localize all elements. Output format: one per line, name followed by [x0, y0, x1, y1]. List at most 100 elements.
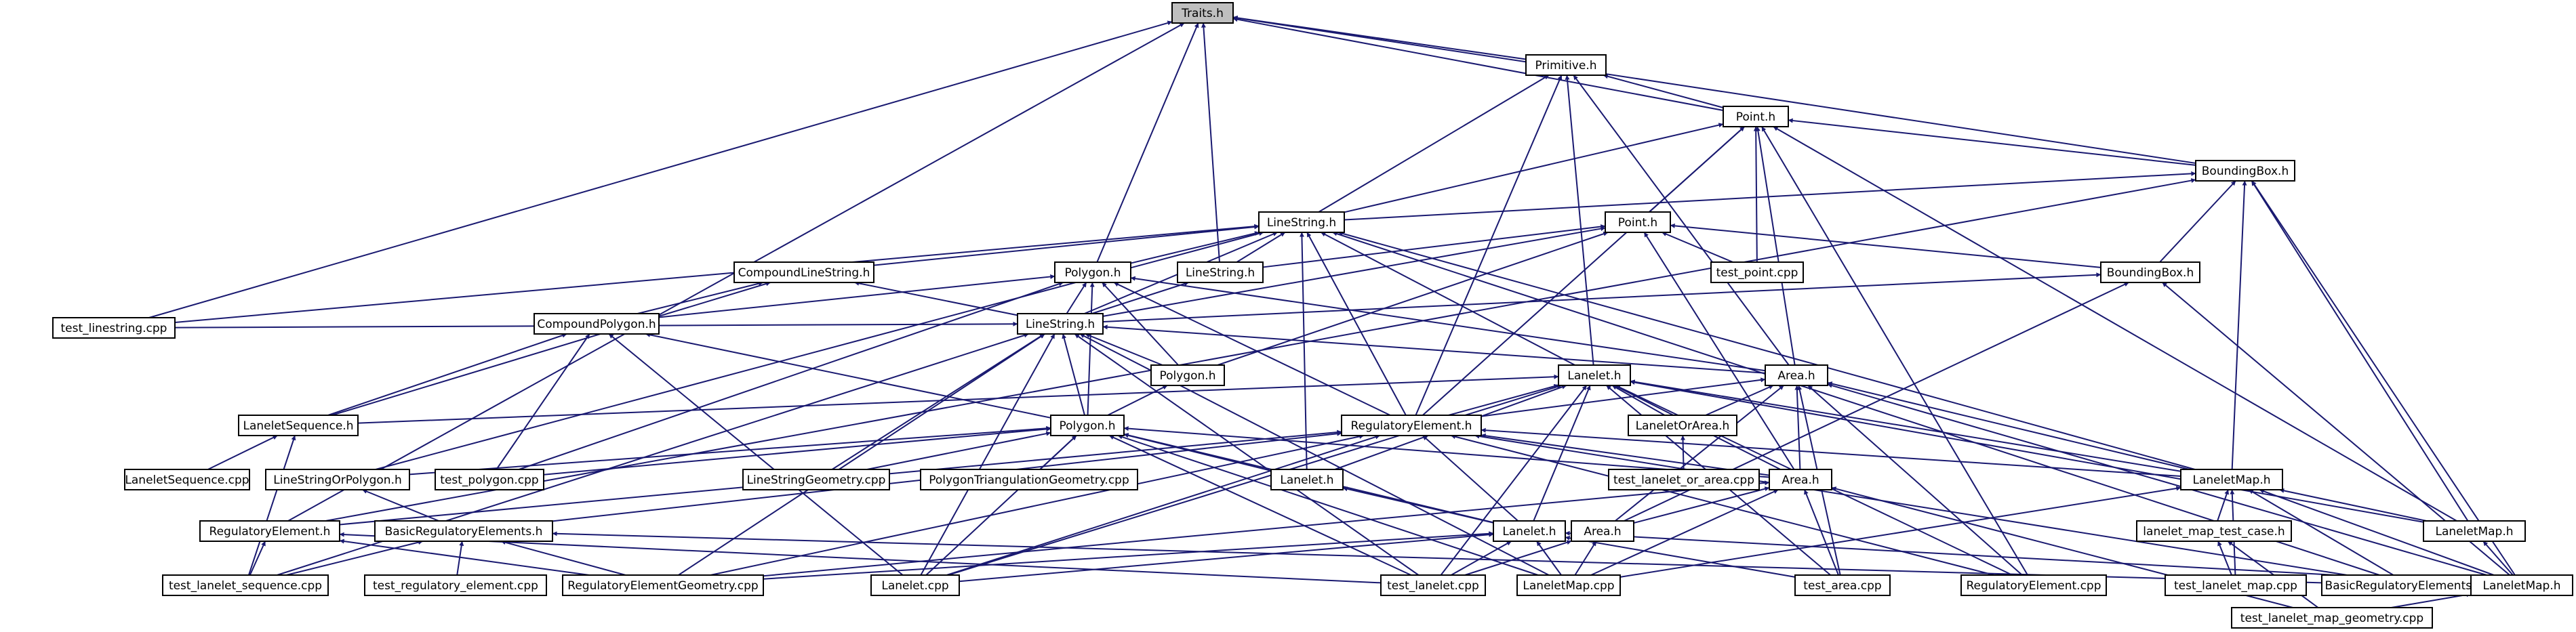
edge-area_h_3-to-area_h_1 — [1615, 385, 1784, 522]
edge-laneletorarea_h-to-area_h_1 — [1705, 385, 1774, 416]
edge-linestringorpolygon_h-to-polygon_h_3 — [409, 425, 1051, 476]
node-regulatoryelement-h-1[interactable]: RegulatoryElement.h — [1341, 415, 1482, 436]
edge-boundingbox_h_2-to-boundingbox_h_1 — [2159, 180, 2236, 263]
edge-lanelet_h_3-to-regulatoryelement_h_1 — [1422, 435, 1518, 522]
node-box — [1710, 261, 1804, 283]
edge-test_lanelet_cpp-to-polygon_h_3 — [1108, 435, 1412, 576]
node-label: LineStringOrPolygon.h — [273, 473, 402, 487]
node-test-lanelet-cpp[interactable]: test_lanelet.cpp — [1380, 574, 1486, 596]
node-label: LineString.h — [1186, 266, 1255, 280]
node-label: RegulatoryElementGeometry.cpp — [567, 579, 758, 593]
node-box — [1608, 469, 1760, 490]
node-linestringgeometry-cpp[interactable]: LineStringGeometry.cpp — [742, 469, 890, 490]
edge-linestring_h_3-to-boundingbox_h_2 — [1102, 272, 2101, 323]
edge-laneletmap_h_3-to-lanelet_h_3 — [1565, 530, 2472, 583]
edge-linestring_h_1-to-boundingbox_h_1 — [1344, 171, 2196, 221]
node-area-h-2[interactable]: Area.h — [1769, 469, 1832, 490]
node-linestringorpolygon-h[interactable]: LineStringOrPolygon.h — [265, 469, 410, 490]
node-lanelet-h-3[interactable]: Lanelet.h — [1493, 520, 1566, 542]
node-box — [870, 574, 960, 596]
edge-point_h_1-to-primitive_h — [1603, 74, 1724, 108]
node-box — [52, 317, 176, 339]
node-label: BoundingBox.h — [2202, 165, 2289, 178]
node-point-h-2[interactable]: Point.h — [1605, 211, 1671, 233]
node-test-regulatory-element-cpp[interactable]: test_regulatory_element.cpp — [364, 574, 547, 596]
node-box — [1270, 469, 1344, 490]
node-lanelet-map-test-case-h[interactable]: lanelet_map_test_case.h — [2136, 520, 2292, 542]
edge-polygon_h_3-to-linestring_h_3 — [1062, 333, 1085, 416]
node-polygon-h-1[interactable]: Polygon.h — [1054, 261, 1131, 283]
node-box — [742, 469, 890, 490]
edge-test_polygon_cpp-to-polygon_h_1 — [519, 281, 1064, 470]
node-label: CompoundLineString.h — [738, 266, 870, 280]
node-boundingbox-h-2[interactable]: BoundingBox.h — [2100, 261, 2200, 283]
node-polygon-h-3[interactable]: Polygon.h — [1050, 415, 1125, 436]
edge-test_linestring_cpp-to-traits_h — [148, 20, 1173, 318]
node-compoundlinestring-h[interactable]: CompoundLineString.h — [733, 261, 874, 283]
node-label: PolygonTriangulationGeometry.cpp — [929, 473, 1129, 487]
edge-regulatoryelement_h_1-to-linestring_h_1 — [1306, 232, 1407, 416]
node-laneletsequence-h[interactable]: LaneletSequence.h — [238, 415, 359, 436]
node-label: test_area.cpp — [1803, 579, 1881, 593]
node-laneletsequence-cpp[interactable]: LaneletSequence.cpp — [124, 469, 250, 490]
node-basicregulatoryelements-h[interactable]: BasicRegulatoryElements.h — [374, 520, 553, 542]
node-box — [1258, 211, 1345, 233]
edge-regulatoryelement_h_1-to-polygon_h_1 — [1113, 282, 1391, 416]
node-label: test_lanelet_map.cpp — [2174, 579, 2297, 593]
node-lanelet-h-1[interactable]: Lanelet.h — [1558, 364, 1631, 386]
node-linestring-h-2[interactable]: LineString.h — [1177, 261, 1264, 283]
node-laneletmap-h-2[interactable]: LaneletMap.h — [2423, 520, 2526, 542]
node-test-linestring-cpp[interactable]: test_linestring.cpp — [52, 317, 176, 339]
edge-linestring_h_1-to-point_h_1 — [1344, 123, 1724, 213]
node-point-h-1[interactable]: Point.h — [1723, 106, 1789, 127]
node-laneletorarea-h[interactable]: LaneletOrArea.h — [1628, 415, 1737, 436]
edge-laneletmap_h_1-to-boundingbox_h_1 — [2231, 180, 2247, 470]
node-lanelet-cpp[interactable]: Lanelet.cpp — [870, 574, 960, 596]
node-test-area-cpp[interactable]: test_area.cpp — [1794, 574, 1891, 596]
node-label: Area.h — [1584, 525, 1621, 539]
node-polygon-h-2[interactable]: Polygon.h — [1150, 364, 1225, 386]
node-area-h-1[interactable]: Area.h — [1765, 364, 1828, 386]
node-regulatoryelement-cpp[interactable]: RegulatoryElement.cpp — [1960, 574, 2107, 596]
edge-laneletsequence_h-to-lanelet_h_1 — [357, 374, 1559, 424]
node-test-lanelet-sequence-cpp[interactable]: test_lanelet_sequence.cpp — [162, 574, 329, 596]
edge-linestring_h_3-to-compoundlinestring_h — [854, 280, 1018, 316]
node-primitive-h[interactable]: Primitive.h — [1525, 54, 1607, 76]
node-label: test_polygon.cpp — [440, 473, 538, 487]
node-lanelet-h-2[interactable]: Lanelet.h — [1270, 469, 1344, 490]
node-regulatoryelementgeometry-cpp[interactable]: RegulatoryElementGeometry.cpp — [562, 574, 764, 596]
node-basicregulatoryelements-cpp[interactable]: BasicRegulatoryElements.cpp — [2321, 574, 2500, 596]
node-label: Area.h — [1782, 473, 1819, 487]
edge-regulatoryelement_h_1-to-point_h_1 — [1422, 126, 1745, 416]
edge-layer — [148, 15, 2516, 608]
edge-lanelet_cpp-to-linestring_h_3 — [920, 333, 1055, 576]
edge-regulatoryelement_h_1-to-primitive_h — [1415, 75, 1563, 416]
node-box — [2470, 574, 2573, 596]
edge-test_linestring_cpp-to-linestring_h_1 — [174, 224, 1260, 323]
edge-test_regulatory_element_cpp-to-basicregulatoryelements_h — [456, 541, 464, 576]
node-box — [534, 313, 660, 335]
node-box — [1605, 211, 1671, 233]
node-boundingbox-h-1[interactable]: BoundingBox.h — [2195, 160, 2295, 182]
node-linestring-h-3[interactable]: LineString.h — [1017, 313, 1104, 335]
edge-linestring_h_3-to-point_h_2 — [1102, 226, 1606, 317]
node-test-lanelet-map-cpp[interactable]: test_lanelet_map.cpp — [2165, 574, 2307, 596]
node-box — [238, 415, 359, 436]
node-box — [562, 574, 764, 596]
node-area-h-3[interactable]: Area.h — [1571, 520, 1634, 542]
node-laneletmap-cpp[interactable]: LaneletMap.cpp — [1516, 574, 1621, 596]
edge-lanelet_h_3-to-lanelet_h_1 — [1533, 385, 1591, 522]
node-polygontriangulationgeometry-cpp[interactable]: PolygonTriangulationGeometry.cpp — [920, 469, 1138, 490]
node-test-lanelet-or-area-cpp[interactable]: test_lanelet_or_area.cpp — [1608, 469, 1760, 490]
node-linestring-h-1[interactable]: LineString.h — [1258, 211, 1345, 233]
node-box — [1571, 520, 1634, 542]
node-regulatoryelement-h-2[interactable]: RegulatoryElement.h — [199, 520, 340, 542]
node-laneletmap-h-1[interactable]: LaneletMap.h — [2180, 469, 2283, 490]
node-label: LaneletMap.h — [2435, 525, 2513, 539]
node-compoundpolygon-h[interactable]: CompoundPolygon.h — [534, 313, 660, 335]
node-laneletmap-h-3[interactable]: LaneletMap.h — [2470, 574, 2573, 596]
node-test-lanelet-map-geometry-cpp[interactable]: test_lanelet_map_geometry.cpp — [2231, 607, 2433, 629]
node-test-polygon-cpp[interactable]: test_polygon.cpp — [435, 469, 544, 490]
node-traits-h[interactable]: Traits.h — [1171, 2, 1234, 24]
node-test-point-cpp[interactable]: test_point.cpp — [1710, 261, 1804, 283]
